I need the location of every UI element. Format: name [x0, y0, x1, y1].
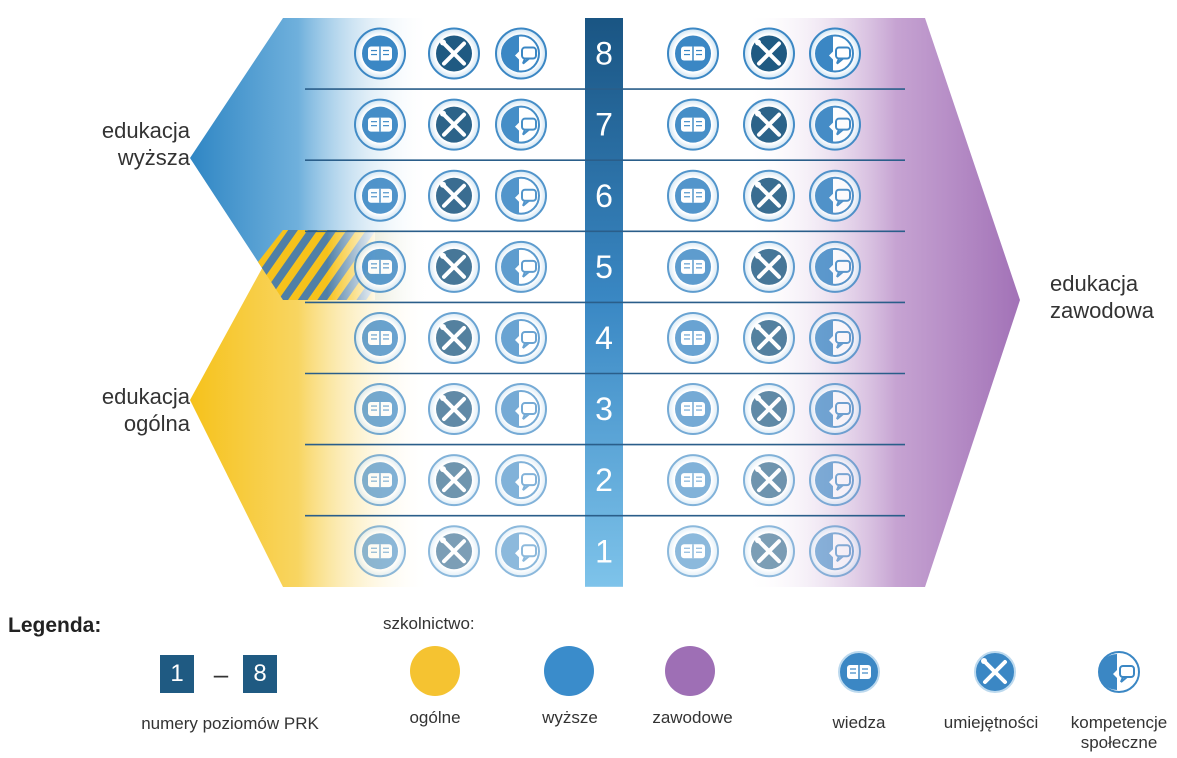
head-speech-icon [809, 169, 861, 222]
head-speech-icon [495, 240, 547, 293]
tools-icon [428, 311, 480, 364]
book-icon [667, 454, 719, 507]
head-speech-icon [809, 240, 861, 293]
head-speech-icon [495, 311, 547, 364]
tools-icon [743, 311, 795, 364]
tools-icon [428, 27, 480, 80]
tools-icon [743, 525, 795, 578]
tools-icon [743, 27, 795, 80]
book-icon [354, 169, 406, 222]
tools-icon [743, 454, 795, 507]
level-number-8: 8 [595, 36, 613, 72]
head-speech-icon [809, 454, 861, 507]
level-number-4: 4 [595, 320, 613, 356]
head-speech-icon [495, 27, 547, 80]
general-education-label: edukacja ogólna [30, 383, 190, 437]
legend-social-text-line2: społeczne [1080, 733, 1158, 752]
vocational-color-swatch [665, 646, 715, 696]
vocational-education-label-line2: zawodowa [1050, 298, 1154, 323]
head-speech-icon [809, 525, 861, 578]
legend-level-dash: – [213, 659, 229, 689]
book-icon [354, 525, 406, 578]
legend-social-text-line1: kompetencje [1070, 713, 1168, 732]
book-icon [667, 27, 719, 80]
head-speech-icon [809, 98, 861, 151]
prk-levels-diagram: 8 7 6 5 4 3 2 1 [190, 18, 1020, 587]
legend-level-min-box: 1 [160, 655, 194, 693]
tools-icon [743, 240, 795, 293]
vocational-education-label: edukacja zawodowa [1050, 270, 1175, 324]
legend-levels-text: numery poziomów PRK [141, 714, 319, 733]
legend-skills-text: umiejętności [943, 713, 1039, 732]
higher-education-label-line2: wyższa [117, 145, 190, 170]
higher-color-swatch [544, 646, 594, 696]
book-icon [354, 27, 406, 80]
head-speech-icon [1098, 651, 1140, 693]
legend-vocational-text: zawodowe [652, 708, 733, 727]
schooling-label: szkolnictwo: [383, 614, 475, 633]
tools-icon [743, 383, 795, 436]
higher-education-label: edukacja wyższa [40, 117, 190, 171]
level-number-7: 7 [595, 107, 613, 143]
legend-social-text: kompetencje społeczne [1059, 713, 1177, 753]
tools-icon [974, 651, 1016, 693]
head-speech-icon [495, 383, 547, 436]
vocational-education-label-line1: edukacja [1050, 271, 1139, 296]
legend-title: Legenda: [8, 614, 102, 637]
head-speech-icon [495, 454, 547, 507]
book-icon [667, 98, 719, 151]
level-number-6: 6 [595, 178, 613, 214]
general-education-label-line2: ogólna [123, 411, 190, 436]
head-speech-icon [809, 311, 861, 364]
book-icon [667, 525, 719, 578]
head-speech-icon [495, 169, 547, 222]
legend-general-text: ogólne [409, 708, 461, 727]
head-speech-icon [495, 525, 547, 578]
level-number-3: 3 [595, 391, 613, 427]
general-education-label-line1: edukacja [101, 384, 190, 409]
general-color-swatch [410, 646, 460, 696]
head-speech-icon [809, 27, 861, 80]
tools-icon [743, 169, 795, 222]
book-icon [354, 454, 406, 507]
tools-icon [743, 98, 795, 151]
level-number-5: 5 [595, 249, 613, 285]
book-icon [354, 240, 406, 293]
tools-icon [428, 383, 480, 436]
book-icon [667, 240, 719, 293]
book-icon [667, 169, 719, 222]
book-icon [354, 98, 406, 151]
legend-level-max-box: 8 [243, 655, 277, 693]
tools-icon [428, 98, 480, 151]
level-number-2: 2 [595, 462, 613, 498]
book-icon [667, 383, 719, 436]
head-speech-icon [809, 383, 861, 436]
book-icon [354, 311, 406, 364]
head-speech-icon [495, 98, 547, 151]
legend-knowledge-text: wiedza [832, 713, 886, 732]
book-icon [667, 311, 719, 364]
book-icon [838, 651, 880, 693]
higher-education-label-line1: edukacja [101, 118, 190, 143]
level-number-1: 1 [595, 533, 613, 569]
tools-icon [428, 169, 480, 222]
tools-icon [428, 240, 480, 293]
tools-icon [428, 454, 480, 507]
legend-higher-text: wyższe [542, 708, 598, 727]
tools-icon [428, 525, 480, 578]
book-icon [354, 383, 406, 436]
